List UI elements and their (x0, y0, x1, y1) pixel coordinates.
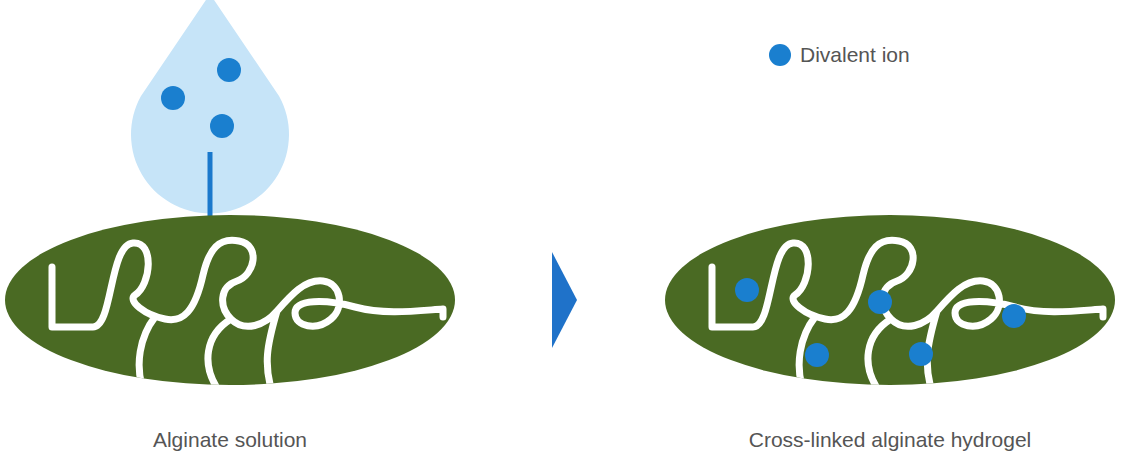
state-label: Cross-linked alginate hydrogel (625, 427, 1124, 453)
state-ellipse: Alginate solution (5, 215, 455, 463)
arrow-head (552, 252, 577, 348)
legend: Divalent ion (768, 42, 910, 68)
ellipse-shape (665, 215, 1115, 385)
legend-text: Divalent ion (800, 42, 910, 68)
ion-dot (210, 114, 234, 138)
ion-dot (1002, 304, 1026, 328)
ion-dot (909, 342, 933, 366)
ion-dot (868, 290, 892, 314)
alginate-chain (52, 240, 443, 385)
state-label: Alginate solution (0, 427, 495, 453)
ellipse-shape (5, 215, 455, 385)
transition-path (455, 299, 665, 301)
legend-entry: Divalent ion (768, 42, 910, 68)
ion-dot (161, 86, 185, 110)
ion-dot (735, 278, 759, 302)
ion-dot (805, 343, 829, 367)
ion-dot (217, 58, 241, 82)
legend-swatch-box (768, 43, 792, 67)
transition-arrow (455, 252, 665, 348)
drop-arrow-shaft (208, 152, 213, 222)
alginate-chain (712, 240, 1103, 385)
state-ellipse: Cross-linked alginate hydrogel (665, 215, 1115, 463)
legend-swatch (769, 44, 791, 66)
